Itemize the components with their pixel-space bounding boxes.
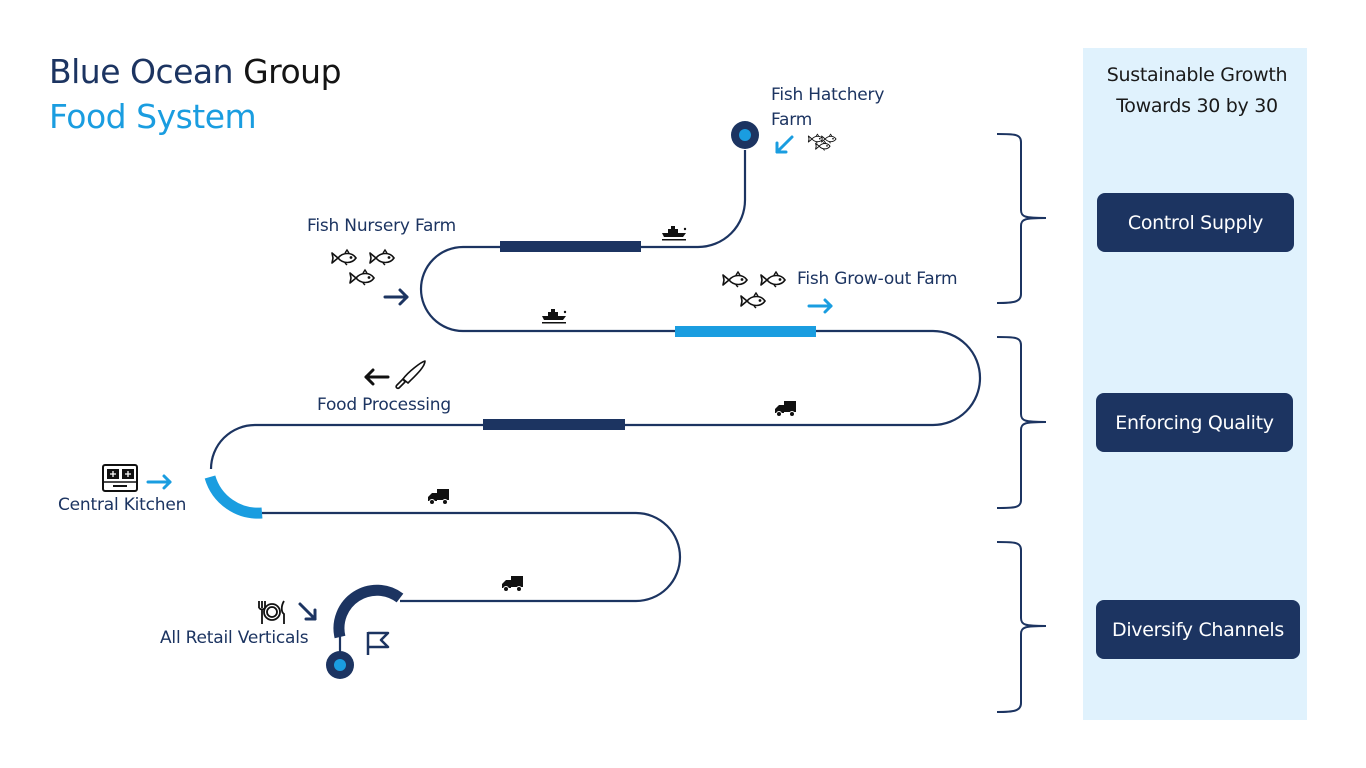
- panel-title-line1: Sustainable Growth: [1106, 64, 1288, 86]
- page-subtitle: Food System: [49, 97, 257, 136]
- track-segment-hatchery-descent: [640, 150, 747, 249]
- stage-arc-retail: [333, 584, 404, 639]
- track-segment-processing-loop: [209, 423, 483, 470]
- track-segment-nursery-loop: [419, 245, 675, 333]
- start-node: [731, 121, 759, 149]
- track-segment-growout-loop: [624, 329, 982, 427]
- end-node: [326, 651, 354, 679]
- brace-enforcing-quality: [996, 336, 1047, 509]
- boat-icon: [662, 226, 687, 241]
- arrow-left-icon: [364, 368, 390, 386]
- arrow-down-left-icon: [775, 135, 794, 154]
- stage-label-retail: All Retail Verticals: [160, 628, 309, 648]
- stage-bar-growout: [675, 326, 816, 337]
- goal-enforcing-quality[interactable]: Enforcing Quality: [1096, 393, 1293, 452]
- arrow-right-icon: [807, 298, 833, 314]
- stage-label-hatchery: Fish Hatchery Farm: [771, 83, 884, 133]
- stage-label-growout: Fish Grow-out Farm: [797, 269, 958, 289]
- page-title: Blue Ocean Group: [49, 52, 342, 91]
- track-segment-kitchen-loop: [262, 511, 682, 603]
- fish-school-icon: [331, 249, 395, 286]
- panel-title: Sustainable Growth Towards 30 by 30: [1083, 60, 1311, 122]
- stage-label-processing: Food Processing: [317, 395, 451, 415]
- truck-icon: [774, 400, 797, 417]
- goal-control-supply[interactable]: Control Supply: [1097, 193, 1294, 252]
- stove-icon: [102, 464, 138, 492]
- stage-label-hatchery-line2: Farm: [771, 110, 813, 130]
- stage-label-nursery: Fish Nursery Farm: [307, 216, 457, 236]
- fish-school-icon: [722, 271, 786, 309]
- arrow-down-right-icon: [298, 602, 317, 621]
- title-blue-ocean: Blue Ocean: [49, 52, 234, 91]
- arrow-right-icon: [383, 288, 409, 306]
- fish-school-icon: [807, 133, 837, 151]
- truck-icon: [427, 488, 450, 505]
- brace-control-supply: [996, 133, 1047, 304]
- brace-diversify-channels: [996, 541, 1047, 713]
- arrow-right-icon: [146, 474, 172, 490]
- boat-icon: [542, 309, 567, 324]
- stage-arc-kitchen: [204, 475, 263, 519]
- stage-label-hatchery-line1: Fish Hatchery: [771, 85, 885, 105]
- truck-icon: [501, 575, 524, 592]
- goal-diversify-channels[interactable]: Diversify Channels: [1096, 600, 1300, 659]
- plate-cutlery-icon: [258, 600, 285, 624]
- stage-bar-processing: [483, 419, 625, 430]
- knife-icon: [395, 360, 426, 390]
- title-group: Group: [243, 52, 342, 91]
- panel-title-line2: Towards 30 by 30: [1116, 95, 1278, 117]
- stage-label-kitchen: Central Kitchen: [58, 495, 187, 515]
- stage-bar-nursery: [500, 241, 641, 252]
- flag-icon: [366, 631, 390, 655]
